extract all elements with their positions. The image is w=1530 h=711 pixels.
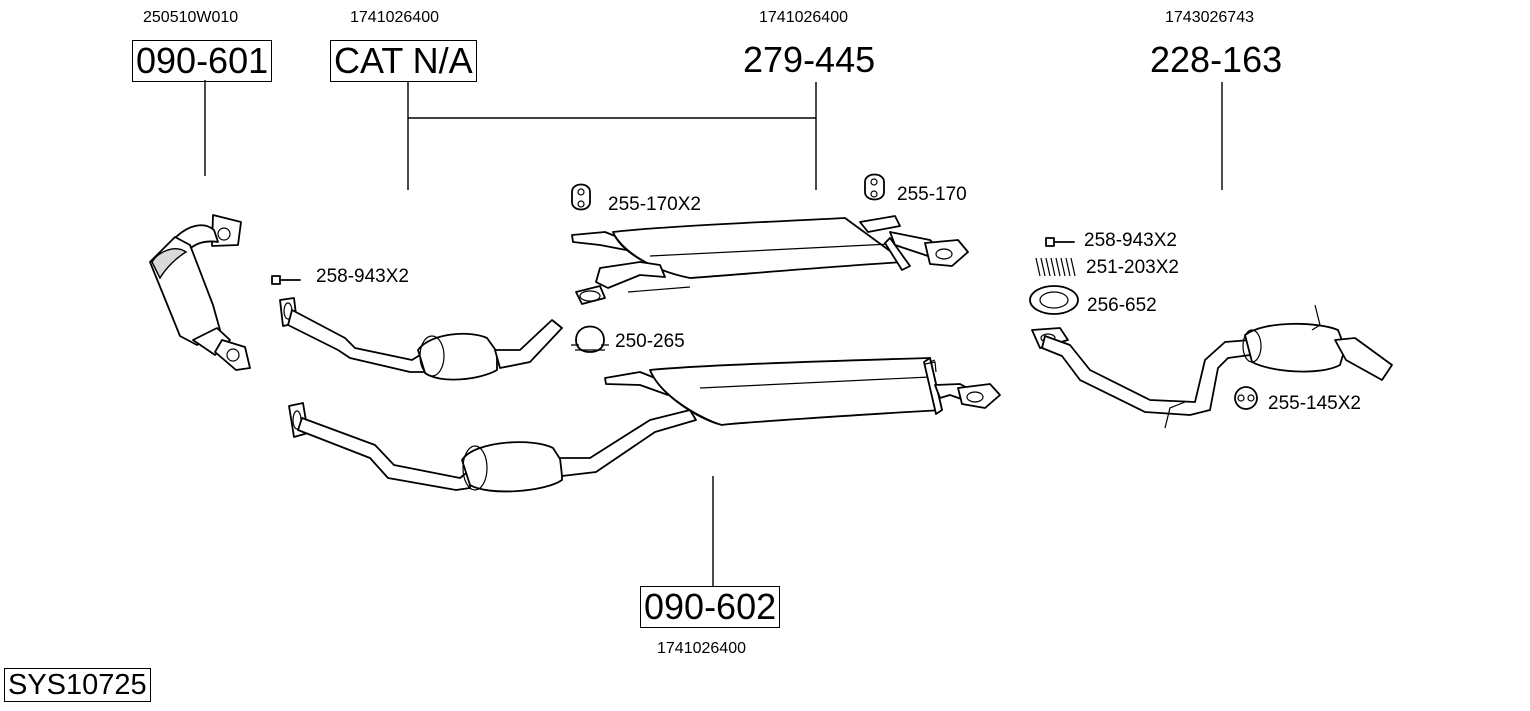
system-code-label: SYS10725: [4, 668, 151, 702]
clamp-icon: [571, 325, 609, 353]
accessory-label-255-170[interactable]: 255-170: [897, 184, 967, 205]
callout-part-228-163[interactable]: 228-163: [1150, 39, 1283, 80]
lower-exhaust-assembly-part[interactable]: [288, 357, 1001, 493]
rubber-hanger-icon: [571, 183, 591, 211]
rubber-mount-icon: [1234, 386, 1258, 410]
rear-section-part[interactable]: [1031, 304, 1393, 429]
callout-part-cat-na[interactable]: CAT N/A: [330, 40, 477, 82]
accessory-label-256-652[interactable]: 256-652: [1087, 295, 1157, 316]
accessory-label-250-265[interactable]: 250-265: [615, 331, 685, 352]
callout-ref-090-602: 1741026400: [657, 640, 746, 657]
callout-ref-250510w010: 250510W010: [143, 9, 239, 26]
spring-icon: [1035, 257, 1076, 277]
rubber-hanger-icon: [864, 173, 885, 201]
accessory-label-258-943x2-left[interactable]: 258-943X2: [316, 266, 409, 287]
manifold-catalyst-part[interactable]: [149, 214, 251, 371]
callout-part-279-445[interactable]: 279-445: [743, 39, 876, 80]
middle-muffler-part[interactable]: [571, 215, 969, 305]
gasket-ring-icon: [1029, 285, 1079, 315]
bolt-icon: [1045, 237, 1075, 247]
leader-lines: [204, 80, 1223, 586]
accessory-label-255-170x2[interactable]: 255-170X2: [608, 194, 701, 215]
front-pipe-catalyst-part[interactable]: [279, 297, 563, 381]
callout-part-090-602[interactable]: 090-602: [640, 586, 781, 628]
callout-part-090-601[interactable]: 090-601: [132, 40, 273, 82]
bolt-icon: [271, 275, 301, 285]
callout-ref-cat-na: 1741026400: [350, 9, 439, 26]
callout-ref-279-445: 1741026400: [759, 9, 848, 26]
accessory-label-251-203x2[interactable]: 251-203X2: [1086, 257, 1179, 278]
accessory-label-255-145x2[interactable]: 255-145X2: [1268, 393, 1361, 414]
accessory-label-258-943x2-right[interactable]: 258-943X2: [1084, 230, 1177, 251]
callout-ref-228-163: 1743026743: [1165, 9, 1254, 26]
